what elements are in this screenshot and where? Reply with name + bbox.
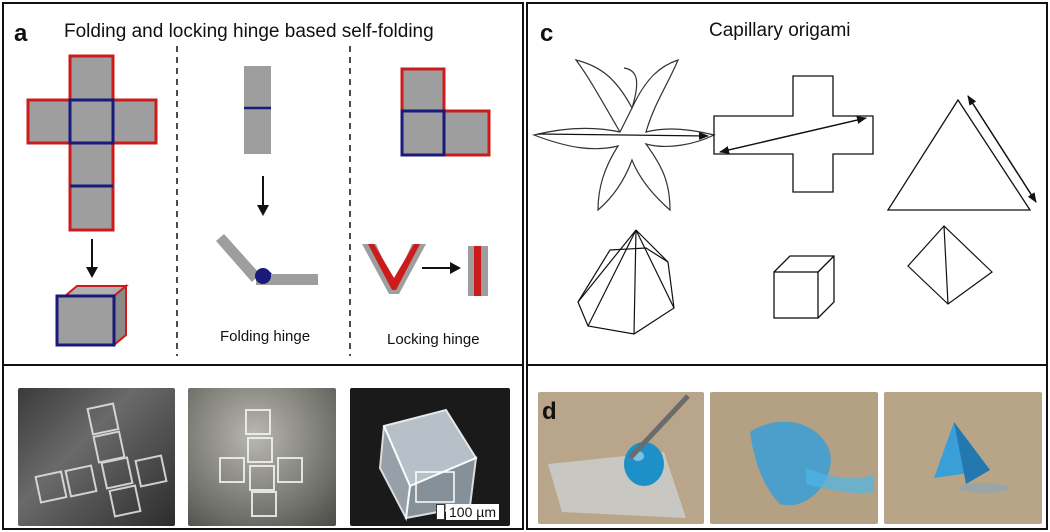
scale-bar-label: 100 µm xyxy=(446,504,499,520)
photo-cross-net xyxy=(18,388,175,526)
triangle-net xyxy=(886,98,1032,211)
locking-hinge-v-icon xyxy=(362,244,426,294)
photo-folded-cube xyxy=(350,388,510,526)
folding-hinge-caption: Folding hinge xyxy=(220,328,311,345)
panel-a-title: Folding and locking hinge based self-fol… xyxy=(64,21,434,42)
folded-cube-outline-icon xyxy=(773,255,835,319)
flower-net xyxy=(532,59,716,212)
panel-a: a Folding and locking hinge based self-f… xyxy=(2,2,524,366)
arrow-down-icon-2 xyxy=(257,176,269,216)
panel-d-letter: d xyxy=(542,398,557,425)
folded-pyramid-icon xyxy=(577,229,675,335)
folding-hinge-icon xyxy=(216,234,318,285)
panel-a-letter: a xyxy=(14,20,28,47)
panel-c-diagram xyxy=(532,59,1037,335)
panel-b: b xyxy=(2,364,524,530)
photo-partial-fold xyxy=(188,388,336,526)
panel-c-title: Capillary origami xyxy=(709,20,851,41)
folded-tetrahedron-icon xyxy=(907,225,993,305)
locked-hinge-icon xyxy=(468,246,488,296)
panel-c: c Capillary origami xyxy=(526,2,1048,366)
cross-net xyxy=(713,75,874,193)
arrow-down-icon xyxy=(86,239,98,278)
l-shape-net xyxy=(400,67,491,157)
scale-bar xyxy=(436,504,445,520)
panel-a-diagram xyxy=(26,46,491,356)
cube-net-center-hinge xyxy=(68,98,115,145)
locking-hinge-caption: Locking hinge xyxy=(387,331,480,348)
flower-arrow xyxy=(537,131,709,140)
arrow-right-icon xyxy=(422,262,461,274)
photo-folded-tetrahedron xyxy=(884,392,1042,524)
photo-droplet-on-triangle xyxy=(538,392,704,524)
photo-folding-sheet xyxy=(710,392,878,524)
panel-d: d xyxy=(526,364,1048,530)
cube-net xyxy=(26,54,158,232)
hinge-panel xyxy=(244,66,271,154)
folded-cube-icon xyxy=(55,283,129,348)
panel-c-letter: c xyxy=(540,20,554,47)
